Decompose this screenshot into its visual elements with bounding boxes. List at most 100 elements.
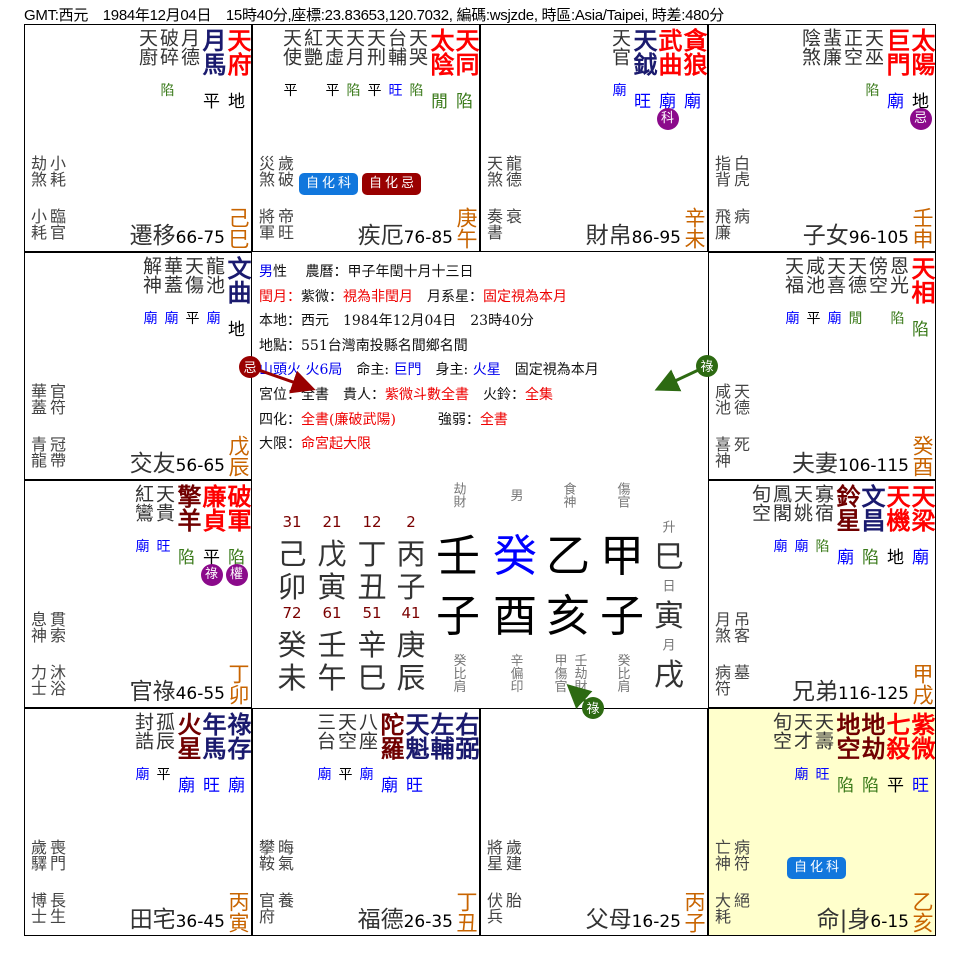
star-column: 月馬平 xyxy=(198,28,226,112)
dayun-stem: 丙 xyxy=(396,537,426,571)
ziwei-chart-board: 男性 農曆：甲子年閏十月十三日閏月：紫微：視為非閏月 月系星：固定視為本月本地：… xyxy=(24,24,936,936)
dayun-branch: 卯 xyxy=(277,570,307,604)
info-segment: 性 農曆：甲子年閏十月十三日 xyxy=(273,264,474,280)
pillar-branch: 子 xyxy=(436,591,480,642)
star-list: 旬空天才廟天壽旺地空陷地劫陷七殺平紫微旺 xyxy=(770,712,935,796)
self-hua-badges: 自化科 xyxy=(787,857,847,879)
info-segment: 四化： xyxy=(259,411,301,428)
minor-god: 飛廉 xyxy=(712,208,731,240)
star-brightness: 旺 xyxy=(388,83,403,99)
star-brightness: 旺 xyxy=(912,776,929,796)
star-name: 紅鸞 xyxy=(132,484,154,522)
star-column: 天空平 xyxy=(335,712,357,783)
star-name: 天使 xyxy=(280,28,302,66)
dayun-age: 2 xyxy=(406,513,416,531)
star-name: 天府 xyxy=(223,28,251,76)
star-column: 紫微旺 xyxy=(907,712,935,796)
pillar-stem: 癸 xyxy=(493,531,537,582)
star-column: 鈴星廟 xyxy=(832,484,860,568)
star-column: 祿存廟 xyxy=(223,712,251,796)
side-char: 寅 xyxy=(654,599,684,634)
minor-god: 博士 xyxy=(28,892,47,924)
star-column: 天鉞旺 xyxy=(629,28,657,112)
self-hua-badge[interactable]: 自化科 xyxy=(299,173,359,195)
dayun-age: 51 xyxy=(362,604,382,622)
palace-age-range: 76-85 xyxy=(403,228,453,248)
star-name: 武曲 xyxy=(654,28,682,76)
minor-god: 青龍 xyxy=(28,436,47,468)
minor-gods: 官府養 xyxy=(256,892,294,924)
star-brightness: 平 xyxy=(367,83,382,99)
minor-god: 長生 xyxy=(47,892,66,924)
star-brightness: 陷 xyxy=(890,311,905,327)
info-segment: 全集 xyxy=(525,387,553,403)
pillar-label: 劫財 xyxy=(450,482,466,508)
pillar-branch: 酉 xyxy=(493,591,537,642)
star-brightness: 旺 xyxy=(156,539,171,555)
star-brightness: 平 xyxy=(203,92,220,112)
minor-god: 冠帶 xyxy=(47,436,66,468)
minor-god: 貫索 xyxy=(47,611,66,643)
star-column: 天虛平 xyxy=(322,28,344,99)
palace-name: 疾厄76-85 xyxy=(358,216,453,250)
star-brightness: 平 xyxy=(887,776,904,796)
minor-gods: 將星歲建 xyxy=(484,839,522,871)
star-brightness: 陷 xyxy=(862,548,879,568)
star-name: 貪狼 xyxy=(679,28,707,76)
star-name: 地空 xyxy=(832,712,860,760)
dayun-branch: 辰 xyxy=(396,661,426,695)
star-brightness: 廟 xyxy=(794,767,809,783)
palace-age-range: 46-55 xyxy=(175,684,225,704)
minor-gods: 月煞吊客 xyxy=(712,611,750,643)
pillar-label: 男 xyxy=(507,488,523,502)
star-column: 天月陷 xyxy=(343,28,365,99)
pillar-stem: 乙 xyxy=(546,531,590,582)
star-list: 天使平紅艷天虛平天月陷天刑平台輔旺天哭陷太陰閒天同陷 xyxy=(280,28,479,112)
palace-age-range: 56-65 xyxy=(175,456,225,476)
star-list: 天官廟天鉞旺武曲廟科貪狼廟 xyxy=(609,28,707,130)
star-name: 孤辰 xyxy=(153,712,175,750)
star-name: 華蓋 xyxy=(161,256,183,294)
chart-header: GMT:西元 1984年12月04日 15時40分,座標:23.83653,12… xyxy=(24,7,724,24)
side-char: 巳 xyxy=(654,540,684,575)
minor-gods: 喜神死 xyxy=(712,436,750,468)
dayun-branch: 未 xyxy=(277,661,307,695)
palace-age-range: 96-105 xyxy=(848,228,909,248)
star-column: 月德 xyxy=(178,28,200,98)
info-segment: 山頭火 火6局 xyxy=(259,362,343,379)
minor-god: 月煞 xyxy=(712,611,731,643)
info-segment: 紫微： xyxy=(301,288,343,305)
star-name: 天同 xyxy=(451,28,479,76)
dayun-stem: 戊 xyxy=(317,537,347,571)
minor-gods: 奏書衰 xyxy=(484,208,522,240)
star-name: 恩光 xyxy=(887,256,909,294)
palace-name: 父母16-25 xyxy=(586,900,681,934)
star-column: 鳳閣廟 xyxy=(770,484,792,555)
self-hua-badge[interactable]: 自化忌 xyxy=(362,173,422,195)
minor-god: 息神 xyxy=(28,611,47,643)
star-column: 天福廟 xyxy=(782,256,804,327)
star-name: 天刑 xyxy=(364,28,386,66)
star-column: 武曲廟科 xyxy=(654,28,682,130)
minor-god: 小耗 xyxy=(28,208,47,240)
minor-god: 墓 xyxy=(731,664,750,680)
star-column: 太陰閒 xyxy=(426,28,454,112)
star-brightness: 陷 xyxy=(912,320,929,340)
star-column: 天同陷 xyxy=(451,28,479,112)
minor-god: 天德 xyxy=(731,383,750,415)
self-hua-badge[interactable]: 自化科 xyxy=(787,857,847,879)
star-name: 紅艷 xyxy=(301,28,323,66)
star-brightness: 陷 xyxy=(815,539,830,555)
pillar-stem: 甲 xyxy=(600,531,644,582)
star-column: 天才廟 xyxy=(791,712,813,783)
star-name: 天梁 xyxy=(907,484,935,532)
minor-gods: 青龍冠帶 xyxy=(28,436,66,468)
palace-name: 命|身6-15 xyxy=(817,900,909,934)
star-column: 擎羊陷 xyxy=(173,484,201,568)
info-line: 男性 農曆：甲子年閏十月十三日 xyxy=(259,261,473,281)
star-name: 天哭 xyxy=(406,28,428,66)
